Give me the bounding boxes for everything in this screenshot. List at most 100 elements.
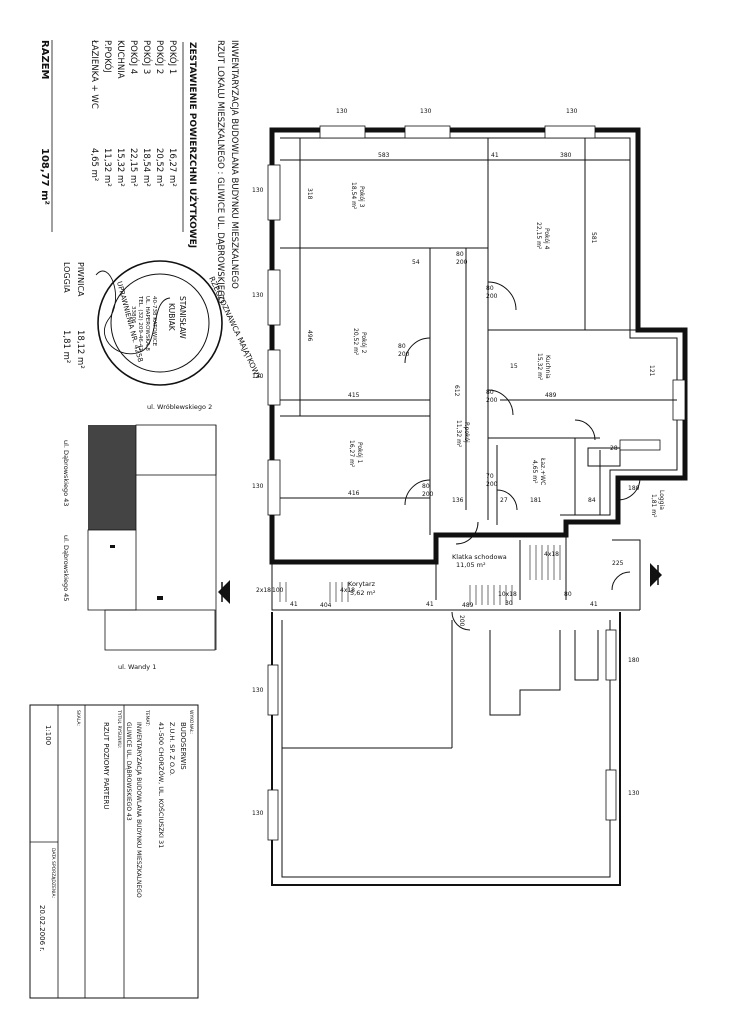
room-name: Pokój 2 [360,332,367,354]
dim-label: 404 [320,602,332,609]
location-sketch: ul. Wróblewskiego 2 ul. Dąbrowskiego 43 … [62,403,217,671]
dim-label: 200 [456,259,468,266]
header: INWENTARYZACJA BUDOWLANA BUDYNKU MIESZKA… [215,40,239,304]
header-line1: INWENTARYZACJA BUDOWLANA BUDYNKU MIESZKA… [229,40,239,289]
area-total-value: 108,77 m² [39,148,50,205]
dim-label: 130 [252,687,264,694]
dim-label: 416 [348,490,360,497]
dim-label: 27 [500,497,508,504]
area-row-value: 22,15 m² [128,148,138,187]
dim-label: 200 [486,397,498,404]
dim-label: 180 [628,657,640,664]
title-block-label: DATA SPORZĄDZENIA: [50,848,56,898]
dim-label: 130 [252,187,264,194]
area-row-value: 18,54 m² [141,148,151,187]
room-area: 1,81 m² [650,494,657,518]
dim-label: 180 [628,485,640,492]
dim-label: 130 [252,373,264,380]
title-block-label: SKALA: [75,710,81,726]
dim-label: 70 [486,473,494,480]
entrance-arrow-right-icon [650,563,662,587]
extra-area-value: 18,12 m² [75,330,85,369]
stamp-addr3: TEL. (32) 209-46-42 [137,295,143,351]
stair-corridor: Klatka schodowa 11,05 m² Korytarz 5,62 m… [218,535,662,631]
dim-label: 2x18 [256,587,271,594]
dim-label: 130 [252,292,264,299]
dim-label: 80 [486,389,494,396]
area-row-value: 16,27 m² [167,148,177,187]
room-area: 20,52 m² [352,328,359,356]
dim-label: 130 [628,790,640,797]
title-block: WYKONAŁ: BUDOSERWIS Z.U.H. SP. Z O.O. 41… [29,704,199,999]
stamp-name1: STANISŁAW [178,296,187,339]
dim-label: 583 [378,152,390,159]
dim-label: 121 [648,365,655,377]
dim-label: 41 [491,152,499,159]
dim-label: 130 [252,483,264,490]
area-row-value: 15,32 m² [115,148,125,187]
dim-label: 380 [560,152,572,159]
room-name: Klatka schodowa [452,553,507,561]
area-row-name: KUCHNIA [115,40,125,79]
room-area: 15,32 m² [536,353,543,381]
street-right-label: ul. Dąbrowskiego 45 [62,535,70,601]
dim-label: 415 [348,392,360,399]
title-block-label: WYKONAŁ: [188,710,194,734]
dim-label: 130 [252,810,264,817]
room-name: Kuchnia [544,355,551,379]
dim-label: 4x18 [340,587,355,594]
extra-area-value: 1,81 m² [61,330,71,363]
dim-label: 28 [610,445,618,452]
stamp-addr2: UL. HAPEROWSKA 8 [144,296,150,351]
dim-label: 130 [420,108,432,115]
room-name: Loggia [658,490,665,510]
title-block-label: TYTUŁ RYSUNKU: [116,709,122,748]
room-area: 4,65 m² [531,460,538,484]
dim-label: 41 [426,601,434,608]
dim-label: 30 [505,600,513,607]
room-area: 5,62 m² [350,589,376,597]
room-name: P.pokój [463,422,470,443]
dim-label: 225 [612,560,624,567]
dim-label: 54 [412,259,420,266]
area-row-name: POKÓJ 2 [154,40,166,74]
area-row-name: P.POKÓJ [102,40,114,73]
dim-label: 15 [510,363,518,370]
dim-label: 496 [306,330,313,342]
dim-label: 130 [566,108,578,115]
dim-label: 130 [336,108,348,115]
room-name: Pokój 4 [543,228,550,250]
dim-label: 489 [462,602,474,609]
header-line2: RZUT LOKALU MIESZKALNEGO : GLIWICE UL. D… [215,40,225,304]
stamp-addr4: 33806 [130,306,136,324]
dim-label: 581 [590,232,597,244]
room-area: 16,27 m² [348,440,355,468]
dim-label: 200 [486,481,498,488]
dim-label: 318 [306,188,313,200]
dim-label: 10x18 [498,591,517,598]
dim-label: 80 [398,343,406,350]
dim-label: 181 [530,497,542,504]
title-block-firm2: Z.U.H. SP. Z O.O. [168,722,176,776]
extra-area-name: PIWNICA [76,262,85,297]
area-row-value: 4,65 m² [89,148,99,181]
title-block-tytul: RZUT POZIOMY PARTERU [102,722,110,810]
dim-label: 612 [453,385,460,397]
area-table: ZESTAWIENIE POWIERZCHNI UŻYTKOWEJ POKÓJ … [39,39,198,369]
area-table-title: ZESTAWIENIE POWIERZCHNI UŻYTKOWEJ [187,42,198,248]
dim-label: 80 [486,285,494,292]
area-row-value: 11,32 m² [102,148,112,187]
area-row-name: POKÓJ 1 [167,40,179,74]
dim-label: 489 [545,392,557,399]
area-row-name: ŁAZIENKA + WC [89,39,99,109]
dim-label: 200 [486,293,498,300]
area-total-label: RAZEM [39,40,50,80]
room-name: Pokój 1 [356,442,363,464]
title-block-skala: 1:100 [44,725,52,745]
room-area: 11,05 m² [456,561,486,569]
title-block-temat1: INWENTARYZACJA BUDOWLANA BUDYNKU MIESZKA… [135,722,142,898]
dim-label: 136 [452,497,464,504]
dim-label: 41 [590,601,598,608]
street-bottom-label: ul. Wandy 1 [118,663,156,671]
lower-plan: 130 130 180 130 [252,612,640,886]
